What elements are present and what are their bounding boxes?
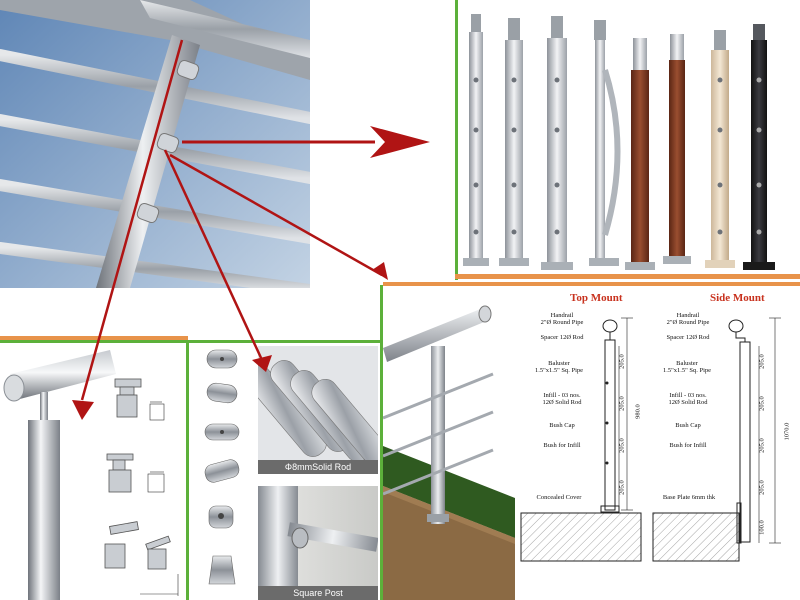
label-infill-side: Infill - 03 nos. 12Ø Solid Rod [668,392,708,406]
post-caption: Square Post [258,586,378,600]
square-post-fitting: Square Post [258,486,378,600]
dim-seg2-top: 205.0 [618,396,626,411]
dim-seg2-side: 205.0 [758,396,766,411]
arrow-head-posts [370,126,430,158]
green-frame-right [380,285,383,600]
label-bushinfill-side: Bush for Infill [669,442,707,449]
label-baseplate: Base Plate 6mm thk [662,494,716,501]
dim-seg1-side: 205.0 [758,354,766,369]
dim-seg1-top: 205.0 [618,354,626,369]
green-frame-bottom [0,340,385,343]
dim-total-top: 980.0 [634,404,642,419]
label-spacer-top: Spacer 12Ø Rod [540,334,584,341]
label-spacer-side: Spacer 12Ø Rod [666,334,710,341]
label-bushcap-top: Bush Cap [549,422,575,429]
side-mount-title: Side Mount [710,292,765,304]
mount-diagram: Top Mount Side Mount [515,288,800,600]
green-frame [455,0,458,280]
railing-3d-model [383,288,515,600]
dim-seg4-side: 205.0 [758,480,766,495]
dim-seg3-top: 205.0 [618,438,626,453]
dim-base-side: 100.0 [758,520,766,535]
dim-seg4-top: 205.0 [618,480,626,495]
orange-frame-right [383,282,800,286]
label-baluster-top: Baluster 1.5"x1.5" Sq. Pipe [534,360,584,374]
label-infill-top: Infill - 03 nos. 12Ø Solid Rod [542,392,582,406]
rod-caption: Φ8mmSolid Rod [258,460,378,474]
green-frame-vertical [186,340,189,600]
label-handrail-top: Handrail 2"Ø Round Pipe [540,312,584,326]
railing-photo [0,0,310,288]
solid-rod: Φ8mmSolid Rod [258,346,378,474]
label-bushcap-side: Bush Cap [675,422,701,429]
baluster-posts [455,0,800,280]
orange-frame [455,274,800,279]
top-mount-title: Top Mount [570,292,623,304]
handrail-fittings [0,344,186,600]
label-baluster-side: Baluster 1.5"x1.5" Sq. Pipe [662,360,712,374]
dim-seg3-side: 205.0 [758,438,766,453]
label-bushinfill-top: Bush for Infill [543,442,581,449]
connectors [189,344,257,600]
dim-total-side: 1070.0 [783,422,791,441]
arrow-head-model [372,262,388,280]
label-concealed: Concealed Cover [536,494,582,501]
label-handrail-side: Handrail 2"Ø Round Pipe [666,312,710,326]
